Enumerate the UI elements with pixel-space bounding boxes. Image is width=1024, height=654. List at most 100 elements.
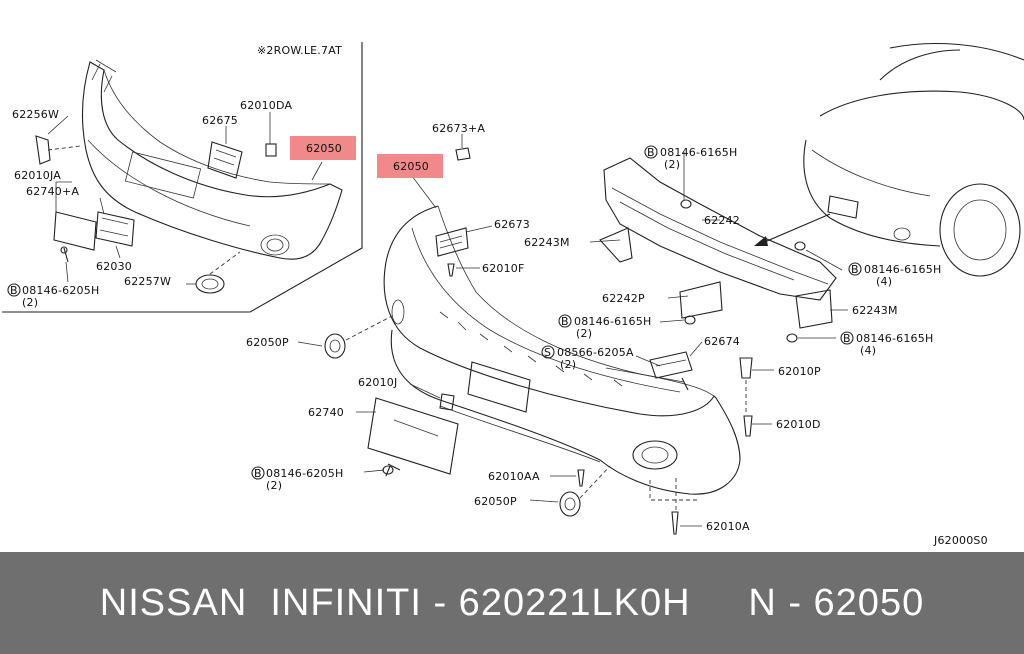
- part-number-text: NISSAN INFINITI - 620221LK0H N - 62050: [99, 581, 925, 624]
- part-62010P: [739, 357, 753, 379]
- inset-bumper-crease: [87, 139, 251, 227]
- label-62010AA: 62010AA: [488, 470, 540, 483]
- svg-text:B: B: [851, 263, 859, 276]
- inset-bumper-tabs: [91, 59, 117, 93]
- label-62673: 62673: [494, 218, 530, 231]
- part-62010AA: [577, 469, 585, 487]
- drawing-code: J62000S0: [933, 534, 988, 547]
- label-08146-6205H-inset: 08146-6205H: [22, 284, 99, 297]
- inset-fog-opening: [260, 234, 290, 256]
- inset-panel: ※2ROW.LE.7AT 62256W 62010DA: [2, 42, 363, 313]
- inset-plate-recess: [124, 151, 202, 199]
- bolt-marker-d: [840, 331, 854, 345]
- main-fog-opening: [632, 440, 678, 470]
- part-62010D: [743, 415, 753, 437]
- main-labels: 62673+A 62050 62673 62243M 62010F 62050P…: [246, 122, 988, 547]
- part-08146-6165H-bolt-c: [680, 199, 692, 209]
- bracket-62242P: [679, 281, 723, 319]
- main-bumper-upper-edge: [437, 205, 717, 399]
- label-62243M-left: 62243M: [524, 236, 570, 249]
- label-qty-c: (2): [664, 158, 680, 171]
- label-08146-6205H-main: 08146-6205H: [266, 467, 343, 480]
- parts-diagram: ※2ROW.LE.7AT 62256W 62010DA: [2, 42, 1024, 547]
- part-62010A: [671, 511, 679, 535]
- bracket-62243M-right: [795, 289, 833, 329]
- bolt-marker-a: [558, 314, 572, 328]
- label-62243M-right: 62243M: [852, 304, 898, 317]
- part-62674: [649, 351, 693, 379]
- parts-diagram-svg: ※2ROW.LE.7AT 62256W 62010DA: [2, 42, 1024, 547]
- vehicle-plate: [827, 195, 859, 219]
- svg-text:B: B: [561, 315, 569, 328]
- label-62050-main: 62050: [393, 160, 429, 173]
- label-62256W: 62256W: [12, 108, 59, 121]
- part-62010J: [439, 393, 455, 411]
- label-62673A: 62673+A: [432, 122, 485, 135]
- inset-part-62675: [207, 141, 243, 179]
- inset-part-62257W: [195, 274, 225, 294]
- inset-bumper-upper-edge: [103, 69, 331, 185]
- label-62242: 62242: [704, 214, 740, 227]
- label-62740A: 62740+A: [26, 185, 79, 198]
- part-number-banner: NISSAN INFINITI - 620221LK0H N - 62050: [0, 552, 1024, 654]
- reinforcement-beam-62242: [599, 157, 837, 329]
- inset-border: [2, 42, 363, 313]
- label-qty-d: (4): [860, 344, 876, 357]
- bracket-62243M-left: [599, 227, 633, 263]
- label-62030: 62030: [96, 260, 132, 273]
- part-62050P-lower: [559, 491, 581, 517]
- svg-text:B: B: [647, 146, 655, 159]
- bolt-marker-inset: [7, 283, 21, 297]
- inset-part-62010DA: [265, 143, 277, 157]
- label-62010A: 62010A: [706, 520, 750, 533]
- label-62010JA: 62010JA: [14, 169, 61, 182]
- svg-text:B: B: [10, 284, 18, 297]
- label-62010J: 62010J: [358, 376, 397, 389]
- leader-lines: [297, 134, 848, 527]
- part-08566-screw: [681, 377, 689, 391]
- highlight-62050-main: [377, 154, 443, 178]
- inset-note: ※2ROW.LE.7AT: [257, 44, 342, 57]
- label-qty-f: (2): [266, 479, 282, 492]
- label-62010F: 62010F: [482, 262, 525, 275]
- label-08146-6165H-a: 08146-6165H: [574, 315, 651, 328]
- bolt-marker-main: [251, 466, 265, 480]
- main-bumper-clips: [439, 311, 623, 387]
- vehicle-sketch: [754, 43, 1024, 277]
- label-62010P: 62010P: [778, 365, 821, 378]
- part-62673: [435, 227, 469, 257]
- screw-marker: [541, 345, 555, 359]
- inset-fog-lamp: [266, 238, 284, 252]
- label-62050P-upper: 62050P: [246, 336, 289, 349]
- label-08146-6165H-d: 08146-6165H: [856, 332, 933, 345]
- label-62010DA: 62010DA: [240, 99, 292, 112]
- label-08146-6165H-c: 08146-6165H: [660, 146, 737, 159]
- label-qty-inset: (2): [22, 296, 38, 309]
- svg-text:B: B: [254, 467, 262, 480]
- svg-text:S: S: [544, 346, 551, 359]
- label-62242P: 62242P: [602, 292, 645, 305]
- main-plate-recess: [467, 361, 531, 413]
- main-side-opening: [391, 299, 405, 325]
- main-small-parts: [324, 147, 806, 535]
- inset-bumper-outline: [81, 61, 343, 260]
- part-62010F: [447, 263, 455, 277]
- label-62050-inset: 62050: [306, 142, 342, 155]
- inset-part-62256W: [35, 135, 51, 165]
- main-bumper: [383, 205, 741, 495]
- bolt-marker-c: [644, 145, 658, 159]
- svg-text:B: B: [843, 332, 851, 345]
- label-62010D: 62010D: [776, 418, 821, 431]
- highlight-62050-inset: [290, 136, 356, 160]
- label-qty-e: (2): [560, 358, 576, 371]
- label-qty-a: (2): [576, 327, 592, 340]
- label-08146-6165H-b: 08146-6165H: [864, 263, 941, 276]
- part-62050P-upper: [324, 333, 346, 359]
- main-bumper-outline: [383, 205, 741, 495]
- inset-part-62030: [95, 211, 135, 247]
- main-bumper-crease: [411, 227, 681, 393]
- label-62740: 62740: [308, 406, 344, 419]
- label-08566-6205A: 08566-6205A: [557, 346, 634, 359]
- inset-bolt: [63, 247, 69, 263]
- label-62257W: 62257W: [124, 275, 171, 288]
